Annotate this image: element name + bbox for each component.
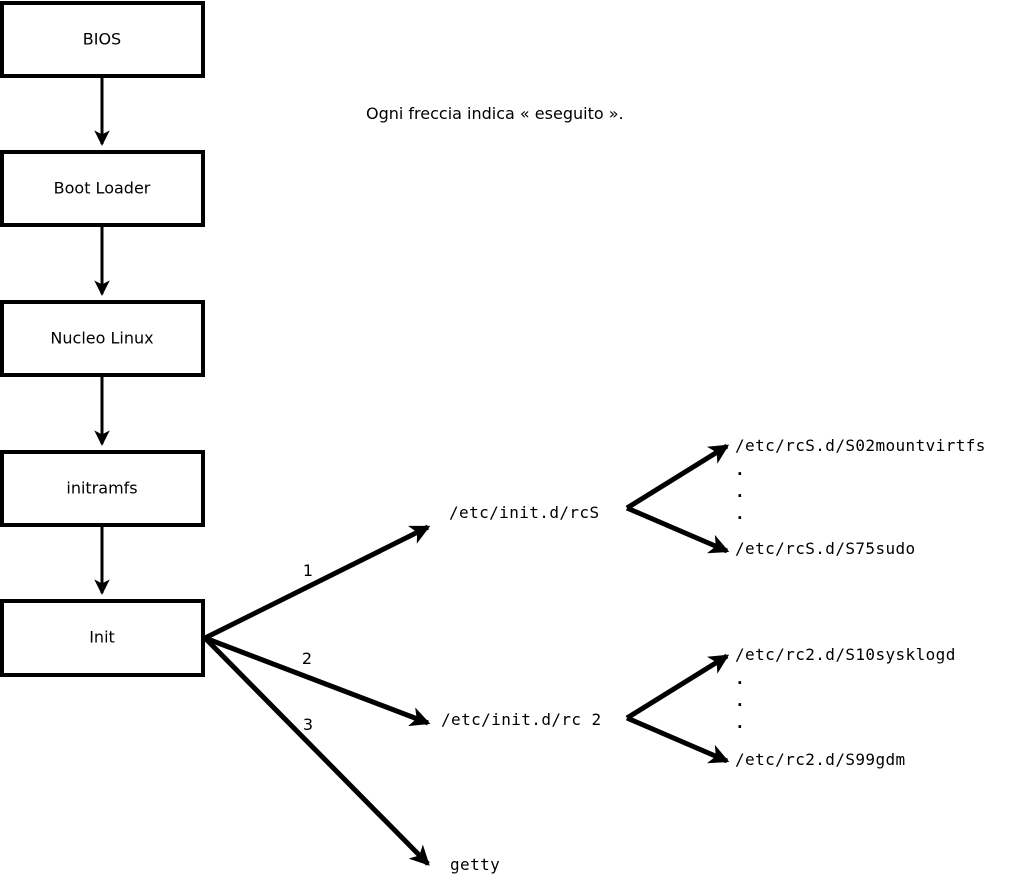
diagram-note: Ogni freccia indica « eseguito ».	[366, 104, 624, 123]
label-rcs-first-script: /etc/rcS.d/S02mountvirtfs	[735, 436, 986, 455]
edge-number-1: 1	[303, 561, 313, 580]
rc2-ellipsis-dot-3: .	[735, 713, 745, 732]
box-boot-loader-label: Boot Loader	[54, 179, 151, 198]
label-getty: getty	[450, 855, 500, 874]
box-initramfs: initramfs	[0, 450, 205, 527]
arrow-init-to-getty	[203, 636, 430, 866]
arrow-rc2-to-first-script	[625, 653, 730, 721]
rc2-ellipsis-dot-2: .	[735, 691, 745, 710]
box-initramfs-rect	[0, 450, 205, 527]
rcs-ellipsis-dot-3: .	[735, 504, 745, 523]
box-bios-label: BIOS	[83, 30, 121, 49]
box-init-label: Init	[89, 628, 115, 647]
label-init-d-rc2: /etc/init.d/rc 2	[441, 710, 602, 729]
box-boot-loader: Boot Loader	[0, 150, 205, 227]
rcs-ellipsis-dot-1: .	[735, 460, 745, 479]
edge-number-3: 3	[303, 715, 313, 734]
box-init: Init	[0, 599, 205, 677]
label-init-d-rcs: /etc/init.d/rcS	[449, 503, 600, 522]
label-rc2-last-script: /etc/rc2.d/S99gdm	[735, 750, 906, 769]
box-init-rect	[0, 599, 205, 677]
box-nucleo-linux-label: Nucleo Linux	[50, 329, 153, 348]
box-nucleo-linux: Nucleo Linux	[0, 300, 205, 377]
arrow-rcs-to-last-script	[626, 505, 730, 554]
label-rcs-last-script: /etc/rcS.d/S75sudo	[735, 539, 916, 558]
rcs-ellipsis-dot-2: .	[735, 482, 745, 501]
arrow-init-to-rcs	[203, 524, 431, 641]
box-initramfs-label: initramfs	[66, 479, 137, 498]
box-bios-rect	[0, 1, 205, 78]
edge-number-2: 2	[302, 649, 312, 668]
arrow-init-to-rc2	[204, 635, 431, 727]
arrow-rcs-to-first-script	[625, 443, 730, 511]
label-rc2-first-script: /etc/rc2.d/S10sysklogd	[735, 645, 956, 664]
rc2-ellipsis-dot-1: .	[735, 669, 745, 688]
box-bios: BIOS	[0, 1, 205, 78]
arrow-rc2-to-last-script	[626, 715, 730, 764]
